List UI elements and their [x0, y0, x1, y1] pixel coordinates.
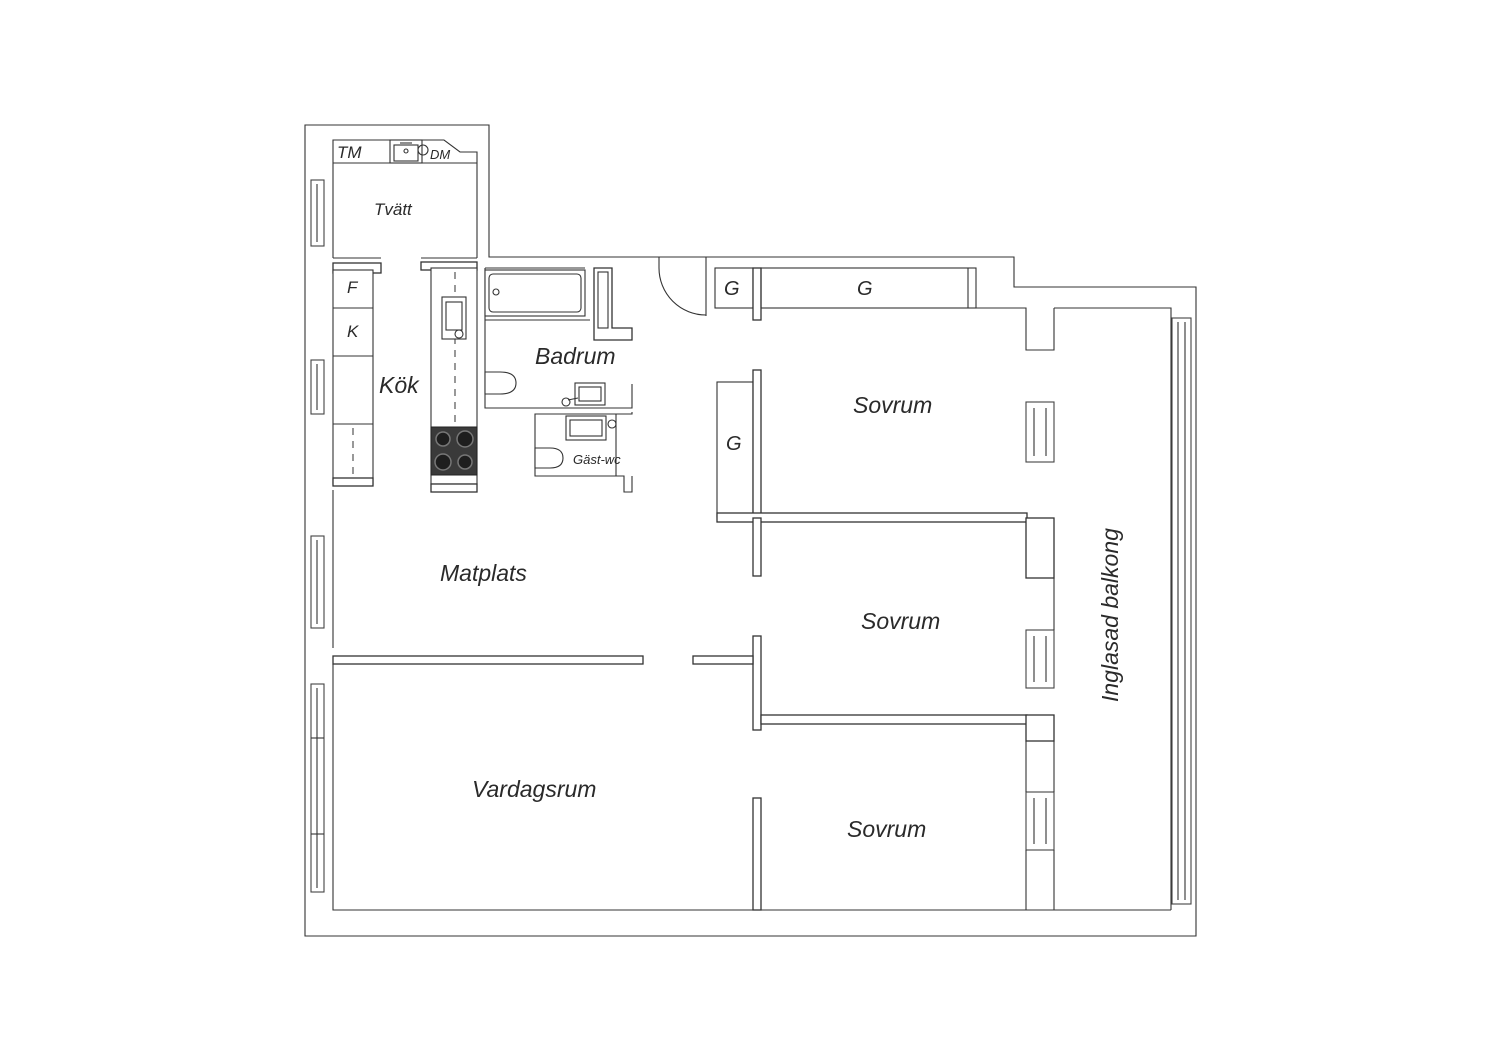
- kitchen-left-counter: [332, 262, 382, 487]
- inner-wall-left: [332, 490, 1171, 911]
- label-sovrum-1: Sovrum: [853, 392, 932, 418]
- label-kok: Kök: [379, 372, 420, 398]
- bedroom-1: [716, 307, 1055, 523]
- label-dm: DM: [430, 147, 450, 162]
- entrance-door: [658, 257, 707, 316]
- left-windows: [310, 179, 325, 893]
- label-closet-3: G: [726, 433, 742, 455]
- label-sovrum-3: Sovrum: [847, 816, 926, 842]
- laundry-room: [332, 139, 478, 259]
- label-fridge: K: [347, 322, 359, 341]
- guest-wc: [534, 412, 633, 493]
- dining-living-divider: [332, 655, 644, 665]
- label-vardagsrum: Vardagsrum: [472, 776, 596, 802]
- outer-wall-outline: [304, 124, 1197, 937]
- glazed-balcony: [1053, 307, 1192, 910]
- label-sovrum-2: Sovrum: [861, 608, 940, 634]
- label-closet-1: G: [724, 278, 740, 300]
- bathroom: [484, 267, 633, 409]
- label-badrum: Badrum: [535, 343, 616, 369]
- label-gast-wc: Gäst-wc: [573, 452, 621, 467]
- bathroom-wall-stub-inner: [597, 271, 609, 329]
- bedroom-2: [692, 517, 1055, 742]
- label-matplats: Matplats: [440, 560, 527, 586]
- label-tvatt: Tvätt: [374, 200, 413, 219]
- bedroom-3: [752, 791, 1055, 911]
- stove-icon: [430, 426, 478, 476]
- label-tm: TM: [337, 143, 362, 162]
- closets-top: [714, 267, 977, 321]
- label-closet-2: G: [857, 278, 873, 300]
- label-balkong: Inglasad balkong: [1097, 528, 1123, 702]
- label-freezer: F: [347, 278, 359, 297]
